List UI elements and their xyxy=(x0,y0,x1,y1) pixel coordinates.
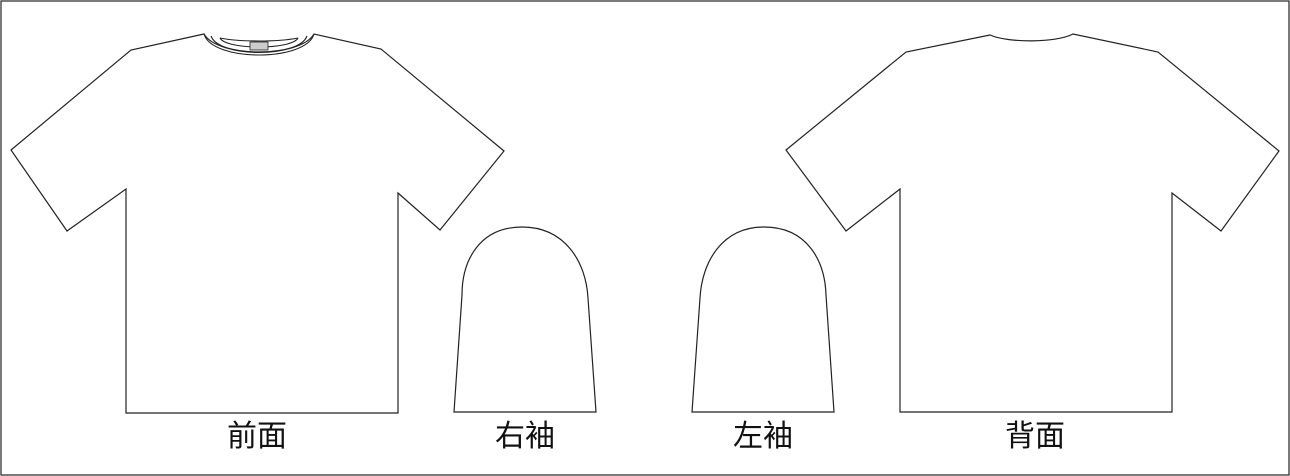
front-collar-back-line xyxy=(219,37,299,42)
left-sleeve-outline xyxy=(691,226,835,413)
back-body-outline xyxy=(785,33,1280,413)
front-body-outline xyxy=(10,33,505,414)
neck-tag-icon xyxy=(249,41,269,51)
front-panel xyxy=(10,33,505,414)
front-label: 前面 xyxy=(227,419,287,454)
front-collar-rib-middle xyxy=(210,35,308,54)
front-collar-rib-outer xyxy=(203,33,315,56)
right-sleeve-outline xyxy=(453,226,597,413)
right-sleeve-label: 右袖 xyxy=(495,419,555,454)
left-sleeve-label: 左袖 xyxy=(733,419,793,454)
back-label: 背面 xyxy=(1005,419,1065,454)
